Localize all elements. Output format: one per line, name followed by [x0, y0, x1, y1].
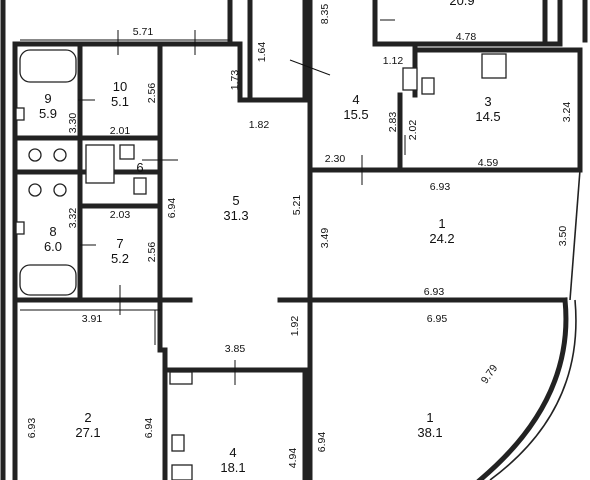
- room-10-area: 5.1: [111, 94, 129, 109]
- dim-2-56-upper: 2.56: [146, 83, 158, 104]
- dim-1-12: 1.12: [383, 55, 404, 67]
- dim-2-30: 2.30: [325, 153, 346, 165]
- room-10-number: 10: [113, 79, 127, 94]
- dim-1-92: 1.92: [289, 316, 301, 337]
- dim-3-50: 3.50: [557, 226, 569, 247]
- dim-3-85: 3.85: [225, 343, 246, 355]
- room-9-area: 5.9: [39, 106, 57, 121]
- dim-6-94-right: 6.94: [316, 432, 328, 453]
- room-3-number: 3: [484, 94, 491, 109]
- room-9-number: 9: [44, 91, 51, 106]
- dim-6-95: 6.95: [427, 313, 448, 325]
- room-4-bottom-area: 18.1: [220, 460, 245, 475]
- dim-6-93-mid: 6.93: [424, 286, 445, 298]
- room-top-right-area: 20.9: [449, 0, 474, 8]
- room-labels: 9 5.9 10 5.1 6 8 6.0 7 5.2 5 31.3 4 15.5…: [39, 0, 501, 475]
- dim-1-73: 1.73: [229, 70, 241, 91]
- room-8-area: 6.0: [44, 239, 62, 254]
- dim-6-94-room2: 6.94: [143, 418, 155, 439]
- room-4-bottom-number: 4: [229, 445, 236, 460]
- room-4-top-number: 4: [352, 92, 359, 107]
- dim-1-64: 1.64: [256, 42, 268, 63]
- dim-5-71: 5.71: [133, 26, 154, 38]
- dim-2-02: 2.02: [407, 120, 419, 141]
- dim-3-24: 3.24: [561, 102, 573, 123]
- dim-3-30: 3.30: [67, 113, 79, 134]
- room-5-area: 31.3: [223, 208, 248, 223]
- room-5-number: 5: [232, 193, 239, 208]
- dim-3-91: 3.91: [82, 313, 103, 325]
- dim-2-83: 2.83: [387, 112, 399, 133]
- dim-1-82: 1.82: [249, 119, 270, 131]
- dim-6-94-hall: 6.94: [166, 198, 178, 219]
- dim-3-32: 3.32: [67, 208, 79, 229]
- dim-2-01: 2.01: [110, 125, 131, 137]
- room-2-number: 2: [84, 410, 91, 425]
- room-7-area: 5.2: [111, 251, 129, 266]
- room-1-top-number: 1: [438, 216, 445, 231]
- room-6-number: 6: [136, 160, 143, 175]
- room-2-area: 27.1: [75, 425, 100, 440]
- dim-4-78: 4.78: [456, 31, 477, 43]
- dim-6-93-top: 6.93: [430, 181, 451, 193]
- dim-8-35: 8.35: [319, 4, 331, 25]
- fixtures: [15, 49, 507, 480]
- dimension-lines: [20, 19, 406, 385]
- dim-4-94: 4.94: [287, 448, 299, 469]
- room-8-number: 8: [49, 224, 56, 239]
- room-1-top-area: 24.2: [429, 231, 454, 246]
- room-1-bottom-area: 38.1: [417, 425, 442, 440]
- dim-9-79: 9.79: [479, 362, 501, 386]
- dim-6-93-left: 6.93: [26, 418, 38, 439]
- dim-2-56-lower: 2.56: [146, 242, 158, 263]
- dim-5-21: 5.21: [291, 195, 303, 216]
- room-4-top-area: 15.5: [343, 107, 368, 122]
- dimension-labels: 5.71 1.64 1.73 2.56 2.01 3.30 2.03 3.32 …: [26, 4, 573, 469]
- room-1-bottom-number: 1: [426, 410, 433, 425]
- dim-4-59: 4.59: [478, 157, 499, 169]
- dim-2-03: 2.03: [110, 209, 131, 221]
- room-3-area: 14.5: [475, 109, 500, 124]
- room-7-number: 7: [116, 236, 123, 251]
- dim-3-49: 3.49: [319, 228, 331, 249]
